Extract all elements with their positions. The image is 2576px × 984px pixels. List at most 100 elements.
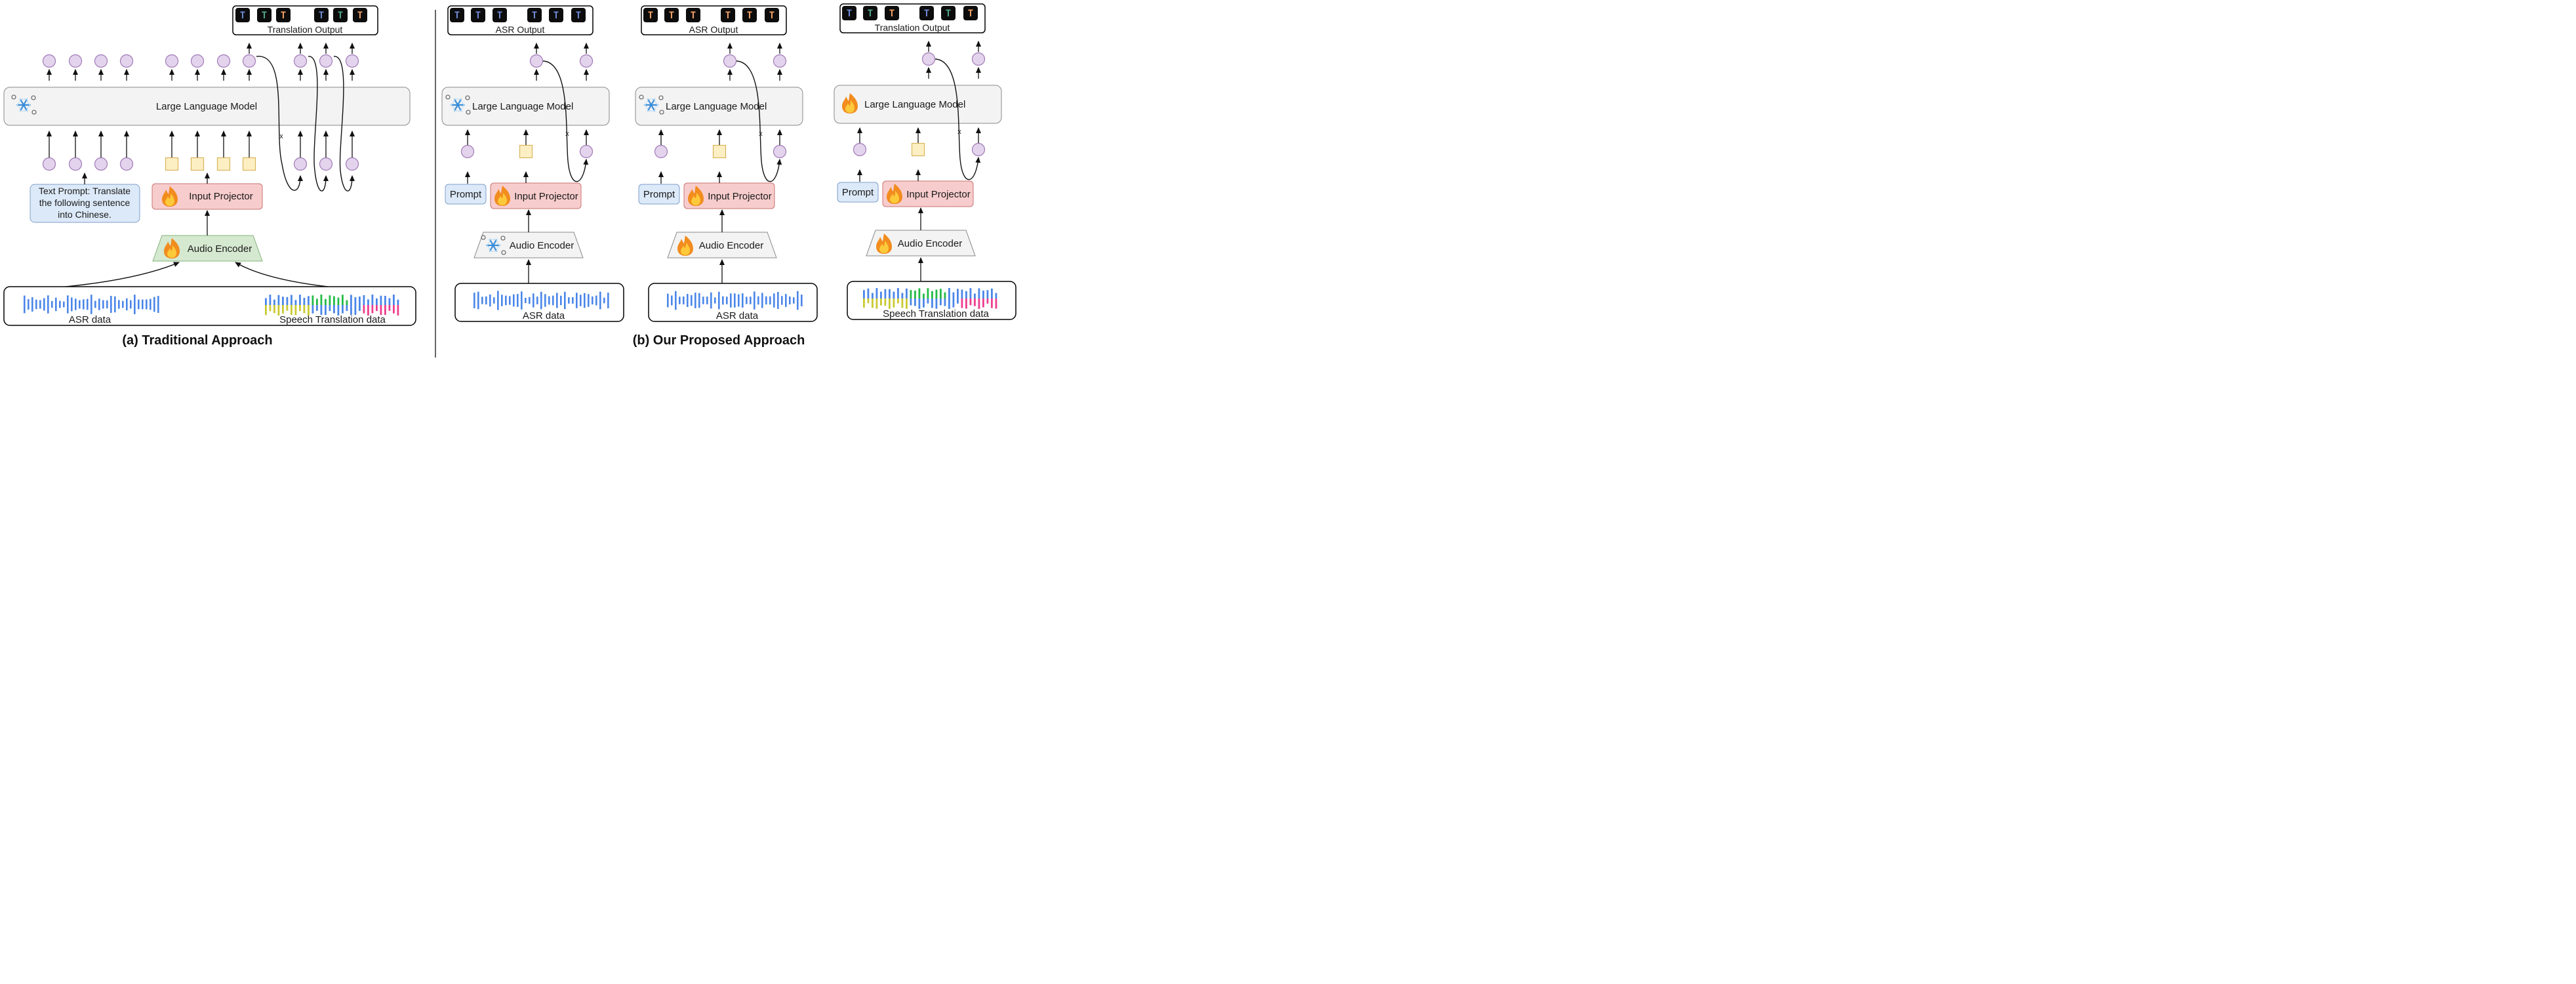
waveform-bar — [777, 292, 779, 309]
output-label: Translation Output — [875, 22, 950, 33]
token-letter: T — [968, 9, 973, 19]
waveform-bar — [397, 299, 399, 305]
waveform-bar — [940, 289, 942, 298]
waveform-bar — [308, 296, 310, 305]
hidden-state-circle — [723, 54, 737, 68]
waveform-bar — [273, 299, 275, 305]
waveform-bar — [793, 297, 795, 304]
waveform-bar — [595, 295, 597, 306]
data-label: ASR data — [716, 310, 759, 321]
token-tile — [276, 8, 291, 22]
waveform-bar — [31, 297, 33, 312]
waveform-bar — [380, 295, 382, 305]
audio-encoder-label: Audio Encoder — [510, 240, 574, 251]
trad-asr-data-label: ASR data — [69, 314, 111, 325]
waveform-bar — [316, 298, 318, 305]
waveform-bar — [880, 298, 882, 306]
waveform-bar — [872, 298, 874, 308]
waveform-bar — [282, 305, 284, 314]
output-token: T — [643, 8, 658, 22]
trad-lower-embeddings — [42, 131, 359, 171]
waveform-bar — [393, 305, 395, 314]
input-projector-box — [882, 180, 974, 207]
token-letter: T — [924, 9, 929, 19]
trad-text-prompt-line-1: Text Prompt: Translate — [39, 186, 131, 196]
waveform-bar — [572, 297, 574, 304]
waveform-bar — [363, 295, 365, 305]
output-token: T — [765, 8, 779, 22]
waveform-bar — [986, 298, 989, 304]
token-tile — [527, 8, 542, 22]
waveform-bar — [329, 295, 331, 305]
waveform-bar — [371, 305, 374, 314]
proposed-caption: (b) Our Proposed Approach — [633, 333, 805, 348]
output-token: T — [842, 6, 856, 20]
output-token: T — [493, 8, 507, 22]
token-letter: T — [847, 9, 852, 19]
audio-encoder-label: Audio Encoder — [699, 240, 763, 251]
trad-loop-2 — [308, 56, 329, 192]
waveform-bar — [525, 297, 527, 304]
cross-mark: x — [759, 130, 763, 138]
prompt-embedding-circle — [853, 142, 867, 157]
waveform-bar — [978, 298, 980, 309]
waveform-bar — [59, 300, 61, 308]
output-token: T — [333, 8, 348, 22]
waveform-bar — [291, 305, 292, 315]
waveform-bar — [576, 293, 578, 308]
waveform-bar — [742, 293, 744, 308]
waveform-bar — [906, 288, 908, 298]
output-embedding-circle — [319, 157, 333, 171]
waveform-bar — [982, 290, 984, 298]
waveform-bar — [87, 298, 89, 310]
waveform-bar — [333, 305, 335, 314]
token-tile — [314, 8, 329, 22]
waveform-bar — [918, 288, 921, 298]
output-token: T — [941, 6, 956, 20]
waveform-bar — [683, 296, 685, 305]
waveform-bar — [974, 298, 976, 306]
waveform-bar — [679, 297, 681, 304]
token-letter: T — [240, 10, 245, 21]
hidden-state-circle — [216, 54, 231, 68]
waveform-bar — [75, 298, 77, 310]
waveform-bar — [265, 298, 267, 305]
waveform-bar — [540, 291, 542, 310]
waveform-bar — [39, 300, 41, 309]
hidden-state-circle — [345, 54, 359, 68]
trad-input-projector-label: Input Projector — [189, 191, 253, 202]
token-letter: T — [281, 10, 286, 21]
waveform-bar — [940, 298, 942, 306]
waveform-bar — [106, 300, 108, 309]
waveform-bar — [785, 294, 787, 307]
waveform-bar — [134, 295, 136, 314]
token-letter: T — [576, 10, 581, 21]
hidden-state-circle — [293, 54, 308, 68]
waveform-bar — [333, 296, 335, 305]
waveform-bar — [548, 296, 550, 305]
waveform-bar — [350, 305, 352, 316]
token-tile — [885, 6, 899, 20]
audio-encoder-label: Audio Encoder — [898, 238, 962, 249]
waveform-bar — [897, 288, 899, 298]
token-tile — [664, 8, 679, 22]
waveform-bar — [714, 297, 716, 304]
waveform-bar — [698, 293, 700, 308]
token-tile — [643, 8, 658, 22]
output-token: T — [885, 6, 899, 20]
trad-cross-mark: x — [279, 133, 283, 140]
trad-st-waveform — [265, 295, 399, 316]
prompt-box — [638, 184, 680, 205]
waveform-bar — [376, 305, 378, 312]
waveform-bar — [28, 299, 30, 310]
waveform-bar — [730, 293, 732, 308]
waveform-bar — [773, 293, 775, 308]
output-token: T — [742, 8, 757, 22]
waveform-bar — [388, 298, 391, 305]
waveform-bar — [277, 295, 280, 305]
hidden-state-circle — [773, 54, 787, 68]
waveform-bar — [952, 298, 955, 308]
waveform-bar — [944, 298, 946, 306]
token-letter: T — [319, 10, 324, 21]
waveform-bar — [67, 295, 69, 314]
